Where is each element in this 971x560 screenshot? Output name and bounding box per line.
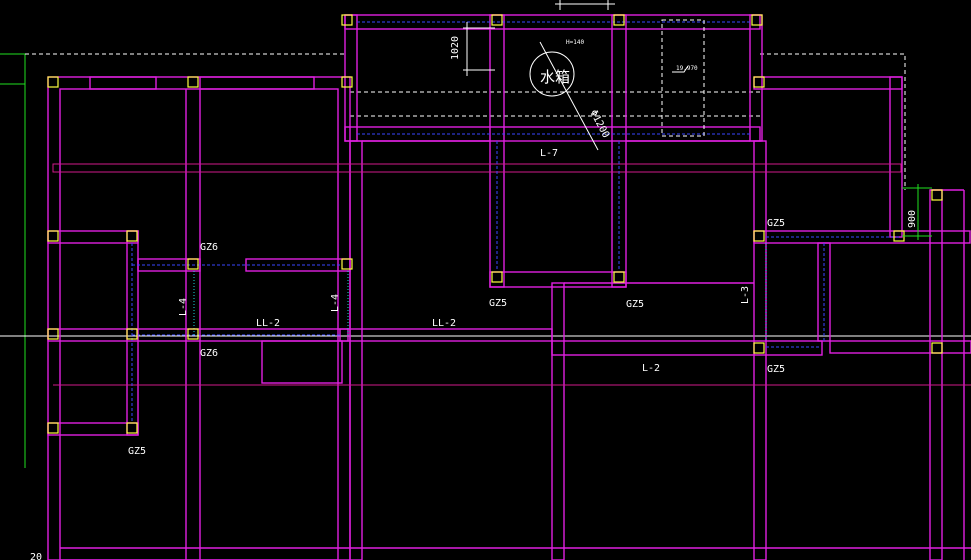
dimension-1020: 1020 xyxy=(450,0,615,76)
elevation-label: 19.970 xyxy=(676,65,698,72)
column xyxy=(47,230,59,242)
label-gz5-mid-left: GZ5 xyxy=(489,298,507,309)
tank-name-label: 水箱 xyxy=(540,68,570,86)
left-frame-lines xyxy=(0,53,971,468)
column xyxy=(126,422,138,434)
tank-height-label: H=140 xyxy=(566,39,584,46)
dimension-1020-label: 1020 xyxy=(450,36,461,60)
column xyxy=(931,342,943,354)
column xyxy=(753,76,765,88)
column xyxy=(187,258,199,270)
column xyxy=(187,328,199,340)
label-l7: L-7 xyxy=(540,148,558,159)
column xyxy=(613,14,625,26)
label-l3: L-3 xyxy=(740,286,751,304)
label-l4-left: L-4 xyxy=(178,298,189,316)
annotations: GZ6 GZ6 GZ5 GZ5 GZ5 GZ5 GZ5 L-4 L-4 L-3 … xyxy=(30,148,785,560)
label-gz5-right-bottom: GZ5 xyxy=(767,364,785,375)
column xyxy=(491,271,503,283)
column xyxy=(126,230,138,242)
columns xyxy=(47,14,943,434)
elevation-marker: 19.970 xyxy=(672,65,698,73)
column xyxy=(341,14,353,26)
hidden-beams xyxy=(131,19,900,423)
column xyxy=(751,14,763,26)
column xyxy=(341,258,353,270)
label-gz6-bottom: GZ6 xyxy=(200,348,218,359)
dimension-900-label: 900 xyxy=(907,210,918,228)
column xyxy=(47,76,59,88)
column xyxy=(126,328,138,340)
label-l2: L-2 xyxy=(642,363,660,374)
label-ll2-left: LL-2 xyxy=(256,318,280,329)
column xyxy=(753,342,765,354)
label-l4-right: L-4 xyxy=(330,294,341,312)
column xyxy=(187,76,199,88)
beam-lines xyxy=(52,163,971,386)
label-gz6-top: GZ6 xyxy=(200,242,218,253)
column xyxy=(613,271,625,283)
column xyxy=(491,14,503,26)
column xyxy=(753,230,765,242)
label-gz5-mid-right: GZ5 xyxy=(626,299,644,310)
label-gz5-right-top: GZ5 xyxy=(767,218,785,229)
dimension-900: 900 xyxy=(902,184,932,240)
walls xyxy=(47,14,971,560)
column xyxy=(931,189,943,201)
label-ll2-right: LL-2 xyxy=(432,318,456,329)
cyan-beams xyxy=(193,243,767,341)
tank-diameter-label: Φ1200 xyxy=(587,108,611,140)
edge-mark-label: 20 xyxy=(30,552,42,560)
water-tank-symbol: 水箱 H=140 Φ1200 xyxy=(529,39,611,151)
column xyxy=(47,422,59,434)
label-gz5-left: GZ5 xyxy=(128,446,146,457)
column xyxy=(341,76,353,88)
column xyxy=(47,328,59,340)
